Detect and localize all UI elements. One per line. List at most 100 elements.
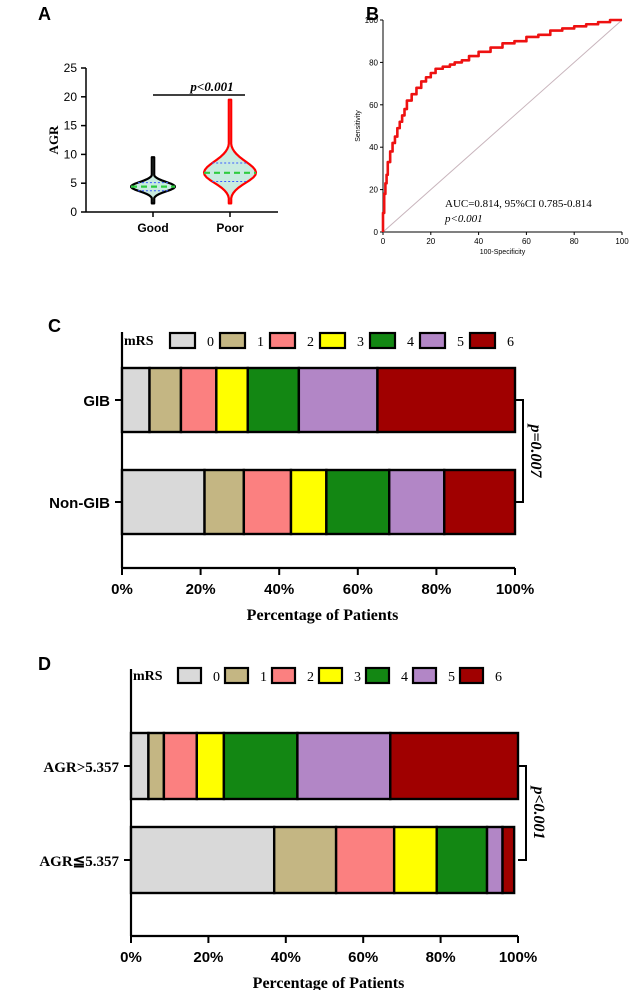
p-value-panelD: p<0.001 <box>530 784 547 839</box>
legend-swatch-mrs-6 <box>468 331 497 350</box>
x-tick-label-panelD: 40% <box>271 949 301 966</box>
legend-label-mrs-2: 2 <box>307 335 314 350</box>
x-tick-label-panelC: 100% <box>496 581 534 598</box>
bar-segment-mrs-2 <box>162 731 198 801</box>
legend-swatch-mrs-1 <box>223 666 250 685</box>
bar-segment-mrs-1 <box>272 825 338 895</box>
legend-label-mrs-0: 0 <box>207 335 214 350</box>
category-label-panelC-1: Non-GIB <box>49 495 110 512</box>
y-tick-label-b: 40 <box>369 143 378 152</box>
panel-label-d: D <box>38 654 51 674</box>
bar-segment-mrs-5 <box>297 366 379 434</box>
x-tick-label-panelD: 80% <box>426 949 456 966</box>
x-axis-label-panelC: Percentage of Patients <box>247 607 399 624</box>
significance-bracket-panelC <box>515 399 524 503</box>
panel-label-c: C <box>48 316 61 336</box>
bar-segment-mrs-5 <box>296 731 392 801</box>
legend-swatch-mrs-4 <box>364 666 391 685</box>
legend-swatch-mrs-5 <box>418 331 447 350</box>
x-tick-label-panelD: 20% <box>193 949 223 966</box>
y-tick-label-b: 0 <box>374 228 379 237</box>
y-tick-label-a: 0 <box>70 205 77 219</box>
legend-swatch-mrs-4 <box>368 331 397 350</box>
x-tick-label-panelC: 20% <box>186 581 216 598</box>
x-tick-label-b: 60 <box>522 237 531 246</box>
legend-label-mrs-0: 0 <box>213 670 220 685</box>
category-label-panelC-0: GIB <box>83 393 110 410</box>
legend-label-mrs-5: 5 <box>448 670 455 685</box>
bar-segment-mrs-4 <box>246 366 301 434</box>
auc-annotation: AUC=0.814, 95%CI 0.785-0.814 <box>445 198 592 210</box>
x-tick-label-panelD: 0% <box>120 949 142 966</box>
x-tick-label-b: 40 <box>474 237 483 246</box>
bar-segment-mrs-4 <box>435 825 489 895</box>
legend-label-mrs-2: 2 <box>307 670 314 685</box>
x-tick-label-good: Good <box>137 221 168 235</box>
x-tick-label-panelD: 100% <box>499 949 537 966</box>
bar-segment-mrs-0 <box>129 825 276 895</box>
legend-swatch-mrs-3 <box>318 331 347 350</box>
x-tick-label-panelC: 0% <box>111 581 133 598</box>
bar-segment-mrs-6 <box>376 366 517 434</box>
y-tick-label-b: 80 <box>369 58 378 67</box>
significance-bracket-panelD <box>518 765 527 861</box>
bar-segment-mrs-0 <box>120 468 206 536</box>
legend-title-panelC: mRS <box>124 334 154 349</box>
x-tick-label-panelC: 60% <box>343 581 373 598</box>
y-tick-label-b: 60 <box>369 101 378 110</box>
x-tick-label-b: 20 <box>426 237 435 246</box>
bar-segment-mrs-1 <box>148 366 183 434</box>
y-tick-label-a: 15 <box>64 119 78 133</box>
bar-segment-mrs-4 <box>325 468 391 536</box>
bar-segment-mrs-3 <box>215 366 249 434</box>
y-tick-label-b: 100 <box>365 16 379 25</box>
roc-curve <box>381 18 622 232</box>
legend-label-mrs-3: 3 <box>354 670 361 685</box>
bar-segment-mrs-1 <box>203 468 246 536</box>
legend-swatch-mrs-5 <box>411 666 438 685</box>
legend-swatch-mrs-0 <box>176 666 203 685</box>
y-tick-label-a: 25 <box>64 61 78 75</box>
bar-segment-mrs-2 <box>334 825 396 895</box>
y-axis-label-a: AGR <box>46 125 61 155</box>
legend-label-mrs-3: 3 <box>357 335 364 350</box>
x-tick-label-b: 100 <box>615 237 629 246</box>
bar-segment-mrs-2 <box>179 366 218 434</box>
legend-title-panelD: mRS <box>133 669 163 684</box>
y-tick-label-a: 20 <box>64 90 78 104</box>
violin-poor <box>202 98 258 205</box>
legend-swatch-mrs-2 <box>268 331 297 350</box>
legend-label-mrs-6: 6 <box>495 670 502 685</box>
legend-label-mrs-4: 4 <box>401 670 408 685</box>
violin-good <box>130 156 176 205</box>
p-value-b: p<0.001 <box>444 213 483 225</box>
bar-segment-mrs-0 <box>129 731 150 801</box>
legend-label-mrs-5: 5 <box>457 335 464 350</box>
bar-segment-mrs-5 <box>485 825 504 895</box>
bar-segment-mrs-5 <box>388 468 446 536</box>
legend-label-mrs-4: 4 <box>407 335 414 350</box>
bar-segment-mrs-6 <box>443 468 517 536</box>
x-axis-label-panelD: Percentage of Patients <box>253 975 405 990</box>
legend-label-mrs-1: 1 <box>257 335 264 350</box>
x-tick-label-panelD: 60% <box>348 949 378 966</box>
x-tick-label-poor: Poor <box>216 221 244 235</box>
x-tick-label-panelC: 40% <box>264 581 294 598</box>
bar-segment-mrs-0 <box>120 366 151 434</box>
panel-label-b: B <box>366 4 379 24</box>
bar-segment-mrs-3 <box>195 731 226 801</box>
bar-segment-mrs-1 <box>147 731 166 801</box>
legend-swatch-mrs-0 <box>168 331 197 350</box>
legend-label-mrs-1: 1 <box>260 670 267 685</box>
y-tick-label-a: 5 <box>70 176 77 190</box>
x-tick-label-b: 0 <box>381 237 386 246</box>
bar-segment-mrs-4 <box>222 731 299 801</box>
legend-swatch-mrs-1 <box>218 331 247 350</box>
legend-swatch-mrs-3 <box>317 666 344 685</box>
p-value-panelC: p=0.007 <box>527 422 544 478</box>
legend-label-mrs-6: 6 <box>507 335 514 350</box>
